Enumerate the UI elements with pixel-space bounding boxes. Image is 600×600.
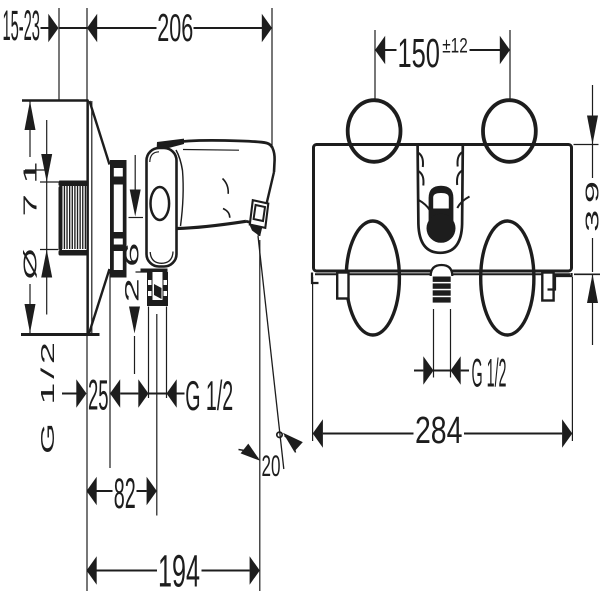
svg-text:82: 82: [114, 471, 136, 518]
svg-text:G 1/2: G 1/2: [38, 342, 58, 454]
svg-text:G 1/2: G 1/2: [185, 372, 233, 419]
svg-text:206: 206: [157, 7, 193, 50]
svg-text:284: 284: [415, 410, 463, 452]
svg-text:194: 194: [158, 546, 200, 597]
svg-text:±12: ±12: [442, 35, 468, 58]
svg-text:150: 150: [397, 30, 440, 76]
svg-text:20: 20: [262, 450, 281, 483]
svg-text:G 1/2: G 1/2: [472, 352, 507, 396]
svg-text:15-23: 15-23: [2, 3, 40, 50]
svg-text:25: 25: [88, 373, 109, 420]
